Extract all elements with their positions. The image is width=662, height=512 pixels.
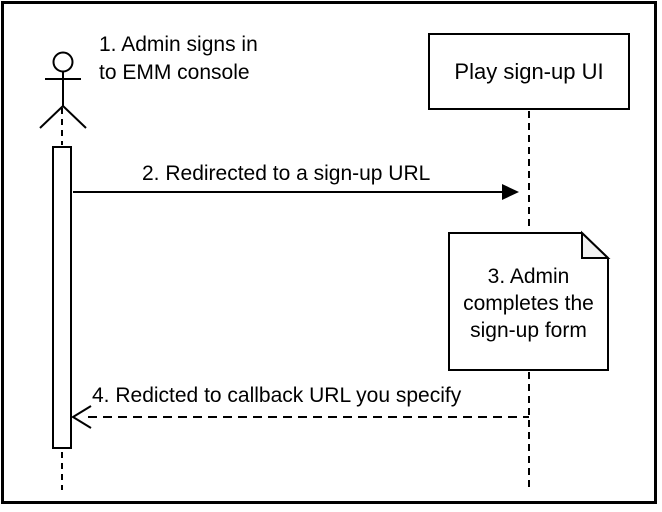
- note-shape: [448, 230, 611, 371]
- note-body: [448, 232, 609, 371]
- participant-label: Play sign-up UI: [454, 58, 604, 84]
- note-fold-corner-icon: [581, 230, 611, 259]
- actor-activation-bar: [52, 146, 72, 449]
- message-1-label: 1. Admin signs in to EMM console: [99, 33, 258, 84]
- filled-arrowhead-icon: [502, 184, 519, 200]
- participant-box-play-signup-ui: Play sign-up UI: [428, 33, 630, 110]
- actor-right-leg: [62, 105, 87, 129]
- note-label: 3. Admin completes the sign-up form: [463, 264, 594, 342]
- message-2-arrow: [73, 184, 519, 200]
- message-4-arrow: [71, 405, 529, 429]
- open-arrowhead-icon: [71, 405, 92, 429]
- message-2-label: 2. Redirected to a sign-up URL: [142, 162, 431, 185]
- actor-icon: [39, 51, 87, 129]
- actor-head: [52, 51, 74, 73]
- actor-left-leg: [39, 105, 64, 129]
- message-4-label: 4. Redicted to callback URL you specify: [92, 384, 462, 407]
